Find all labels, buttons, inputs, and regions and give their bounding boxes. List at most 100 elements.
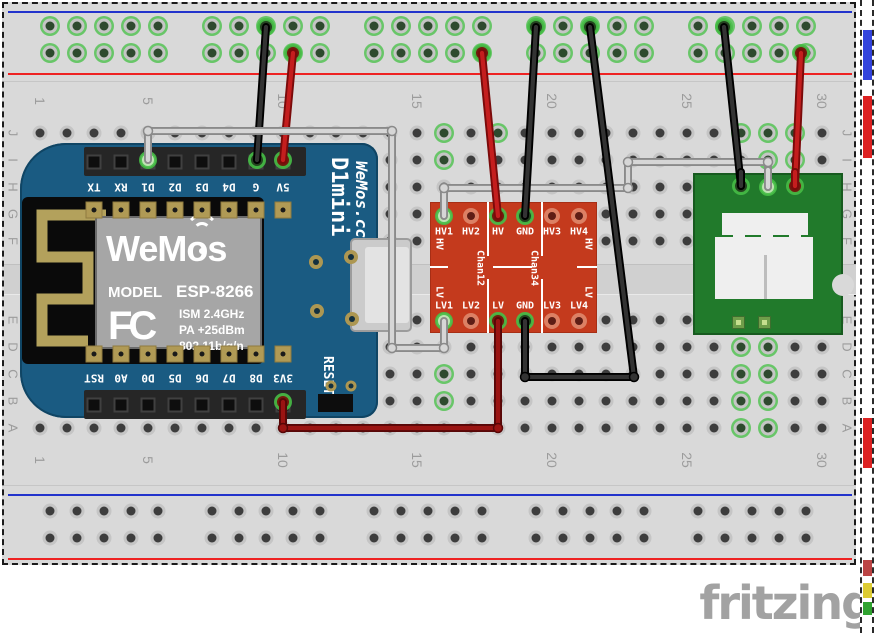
wire-bendpoint[interactable] [628,371,640,383]
power-rail-hole[interactable] [555,45,571,60]
power-rail-hole[interactable] [798,530,814,546]
power-rail-hole[interactable] [582,503,598,519]
breadboard-hole[interactable] [760,339,776,355]
breadboard-hole[interactable] [733,420,749,436]
breadboard-hole[interactable] [679,339,695,355]
power-rail-hole[interactable] [366,530,382,546]
power-rail-hole[interactable] [636,530,652,546]
breadboard-hole[interactable] [787,393,803,409]
breadboard-hole[interactable] [598,312,614,328]
power-rail-hole[interactable] [123,18,139,33]
power-rail-hole[interactable] [636,18,652,33]
breadboard-hole[interactable] [86,125,102,141]
shifter-pin-HV3[interactable] [544,207,560,224]
power-rail-hole[interactable] [609,503,625,519]
wire-bendpoint[interactable] [622,182,634,194]
wemos-pin-D7[interactable] [221,397,237,412]
breadboard-hole[interactable] [679,312,695,328]
power-rail-hole[interactable] [744,18,760,33]
breadboard-hole[interactable] [760,125,776,141]
breadboard-hole[interactable] [167,420,183,436]
wire-bendpoint[interactable] [386,342,398,354]
breadboard-hole[interactable] [814,393,830,409]
power-rail-hole[interactable] [366,503,382,519]
breadboard-hole[interactable] [571,339,587,355]
breadboard-hole[interactable] [733,393,749,409]
breadboard-hole[interactable] [382,393,398,409]
power-rail-hole[interactable] [798,503,814,519]
breadboard-hole[interactable] [679,206,695,222]
power-rail-hole[interactable] [447,530,463,546]
breadboard-hole[interactable] [760,366,776,382]
breadboard-hole[interactable] [625,206,641,222]
power-rail-hole[interactable] [42,503,58,519]
power-rail-hole[interactable] [42,18,58,33]
power-rail-hole[interactable] [690,530,706,546]
power-rail-hole[interactable] [474,503,490,519]
breadboard-hole[interactable] [679,179,695,195]
wire-rail-to-sensor-gnd[interactable] [720,23,745,190]
power-rail-hole[interactable] [447,18,463,33]
power-rail-hole[interactable] [447,45,463,60]
breadboard-hole[interactable] [463,366,479,382]
breadboard-hole[interactable] [733,339,749,355]
breadboard-hole[interactable] [814,125,830,141]
power-rail-hole[interactable] [771,45,787,60]
breadboard-hole[interactable] [571,393,587,409]
power-rail-hole[interactable] [690,45,706,60]
breadboard-hole[interactable] [652,420,668,436]
breadboard-hole[interactable] [409,206,425,222]
breadboard-hole[interactable] [382,366,398,382]
breadboard-hole[interactable] [625,420,641,436]
breadboard-hole[interactable] [32,125,48,141]
breadboard-hole[interactable] [787,366,803,382]
breadboard-hole[interactable] [59,420,75,436]
wire-bendpoint[interactable] [277,422,289,434]
power-rail-hole[interactable] [474,18,490,33]
breadboard-hole[interactable] [221,420,237,436]
breadboard-hole[interactable] [544,152,560,168]
power-rail-hole[interactable] [366,18,382,33]
power-rail-hole[interactable] [771,530,787,546]
shifter-pin-LV3[interactable] [544,313,560,329]
wemos-pin-RST[interactable] [86,397,102,412]
breadboard-hole[interactable] [814,339,830,355]
breadboard-hole[interactable] [517,420,533,436]
breadboard-hole[interactable] [652,125,668,141]
breadboard-hole[interactable] [733,366,749,382]
breadboard-hole[interactable] [463,152,479,168]
breadboard-hole[interactable] [436,152,452,168]
power-rail-hole[interactable] [636,45,652,60]
power-rail-hole[interactable] [231,530,247,546]
wire-gnd-to-rail[interactable] [253,23,270,164]
power-rail-hole[interactable] [555,503,571,519]
power-rail-hole[interactable] [231,45,247,60]
breadboard-hole[interactable] [409,366,425,382]
breadboard-hole[interactable] [814,366,830,382]
breadboard-hole[interactable] [544,420,560,436]
breadboard-hole[interactable] [409,179,425,195]
wire-rail-to-gnd-hv[interactable] [521,23,540,220]
breadboard-hole[interactable] [598,233,614,249]
power-rail-hole[interactable] [150,530,166,546]
breadboard-hole[interactable] [409,312,425,328]
power-rail-hole[interactable] [231,503,247,519]
breadboard-hole[interactable] [652,206,668,222]
power-rail-hole[interactable] [96,18,112,33]
power-rail-hole[interactable] [42,45,58,60]
power-rail-hole[interactable] [204,18,220,33]
power-rail-hole[interactable] [771,503,787,519]
breadboard-hole[interactable] [598,393,614,409]
power-rail-hole[interactable] [150,45,166,60]
wire-bendpoint[interactable] [438,182,450,194]
breadboard-hole[interactable] [679,393,695,409]
wemos-pin-D4[interactable] [221,154,237,169]
power-rail-hole[interactable] [285,18,301,33]
sensor-module-board[interactable] [693,173,854,335]
breadboard-hole[interactable] [571,152,587,168]
breadboard-hole[interactable] [463,339,479,355]
breadboard-hole[interactable] [248,420,264,436]
power-rail-hole[interactable] [609,530,625,546]
power-rail-hole[interactable] [582,530,598,546]
breadboard-hole[interactable] [113,125,129,141]
